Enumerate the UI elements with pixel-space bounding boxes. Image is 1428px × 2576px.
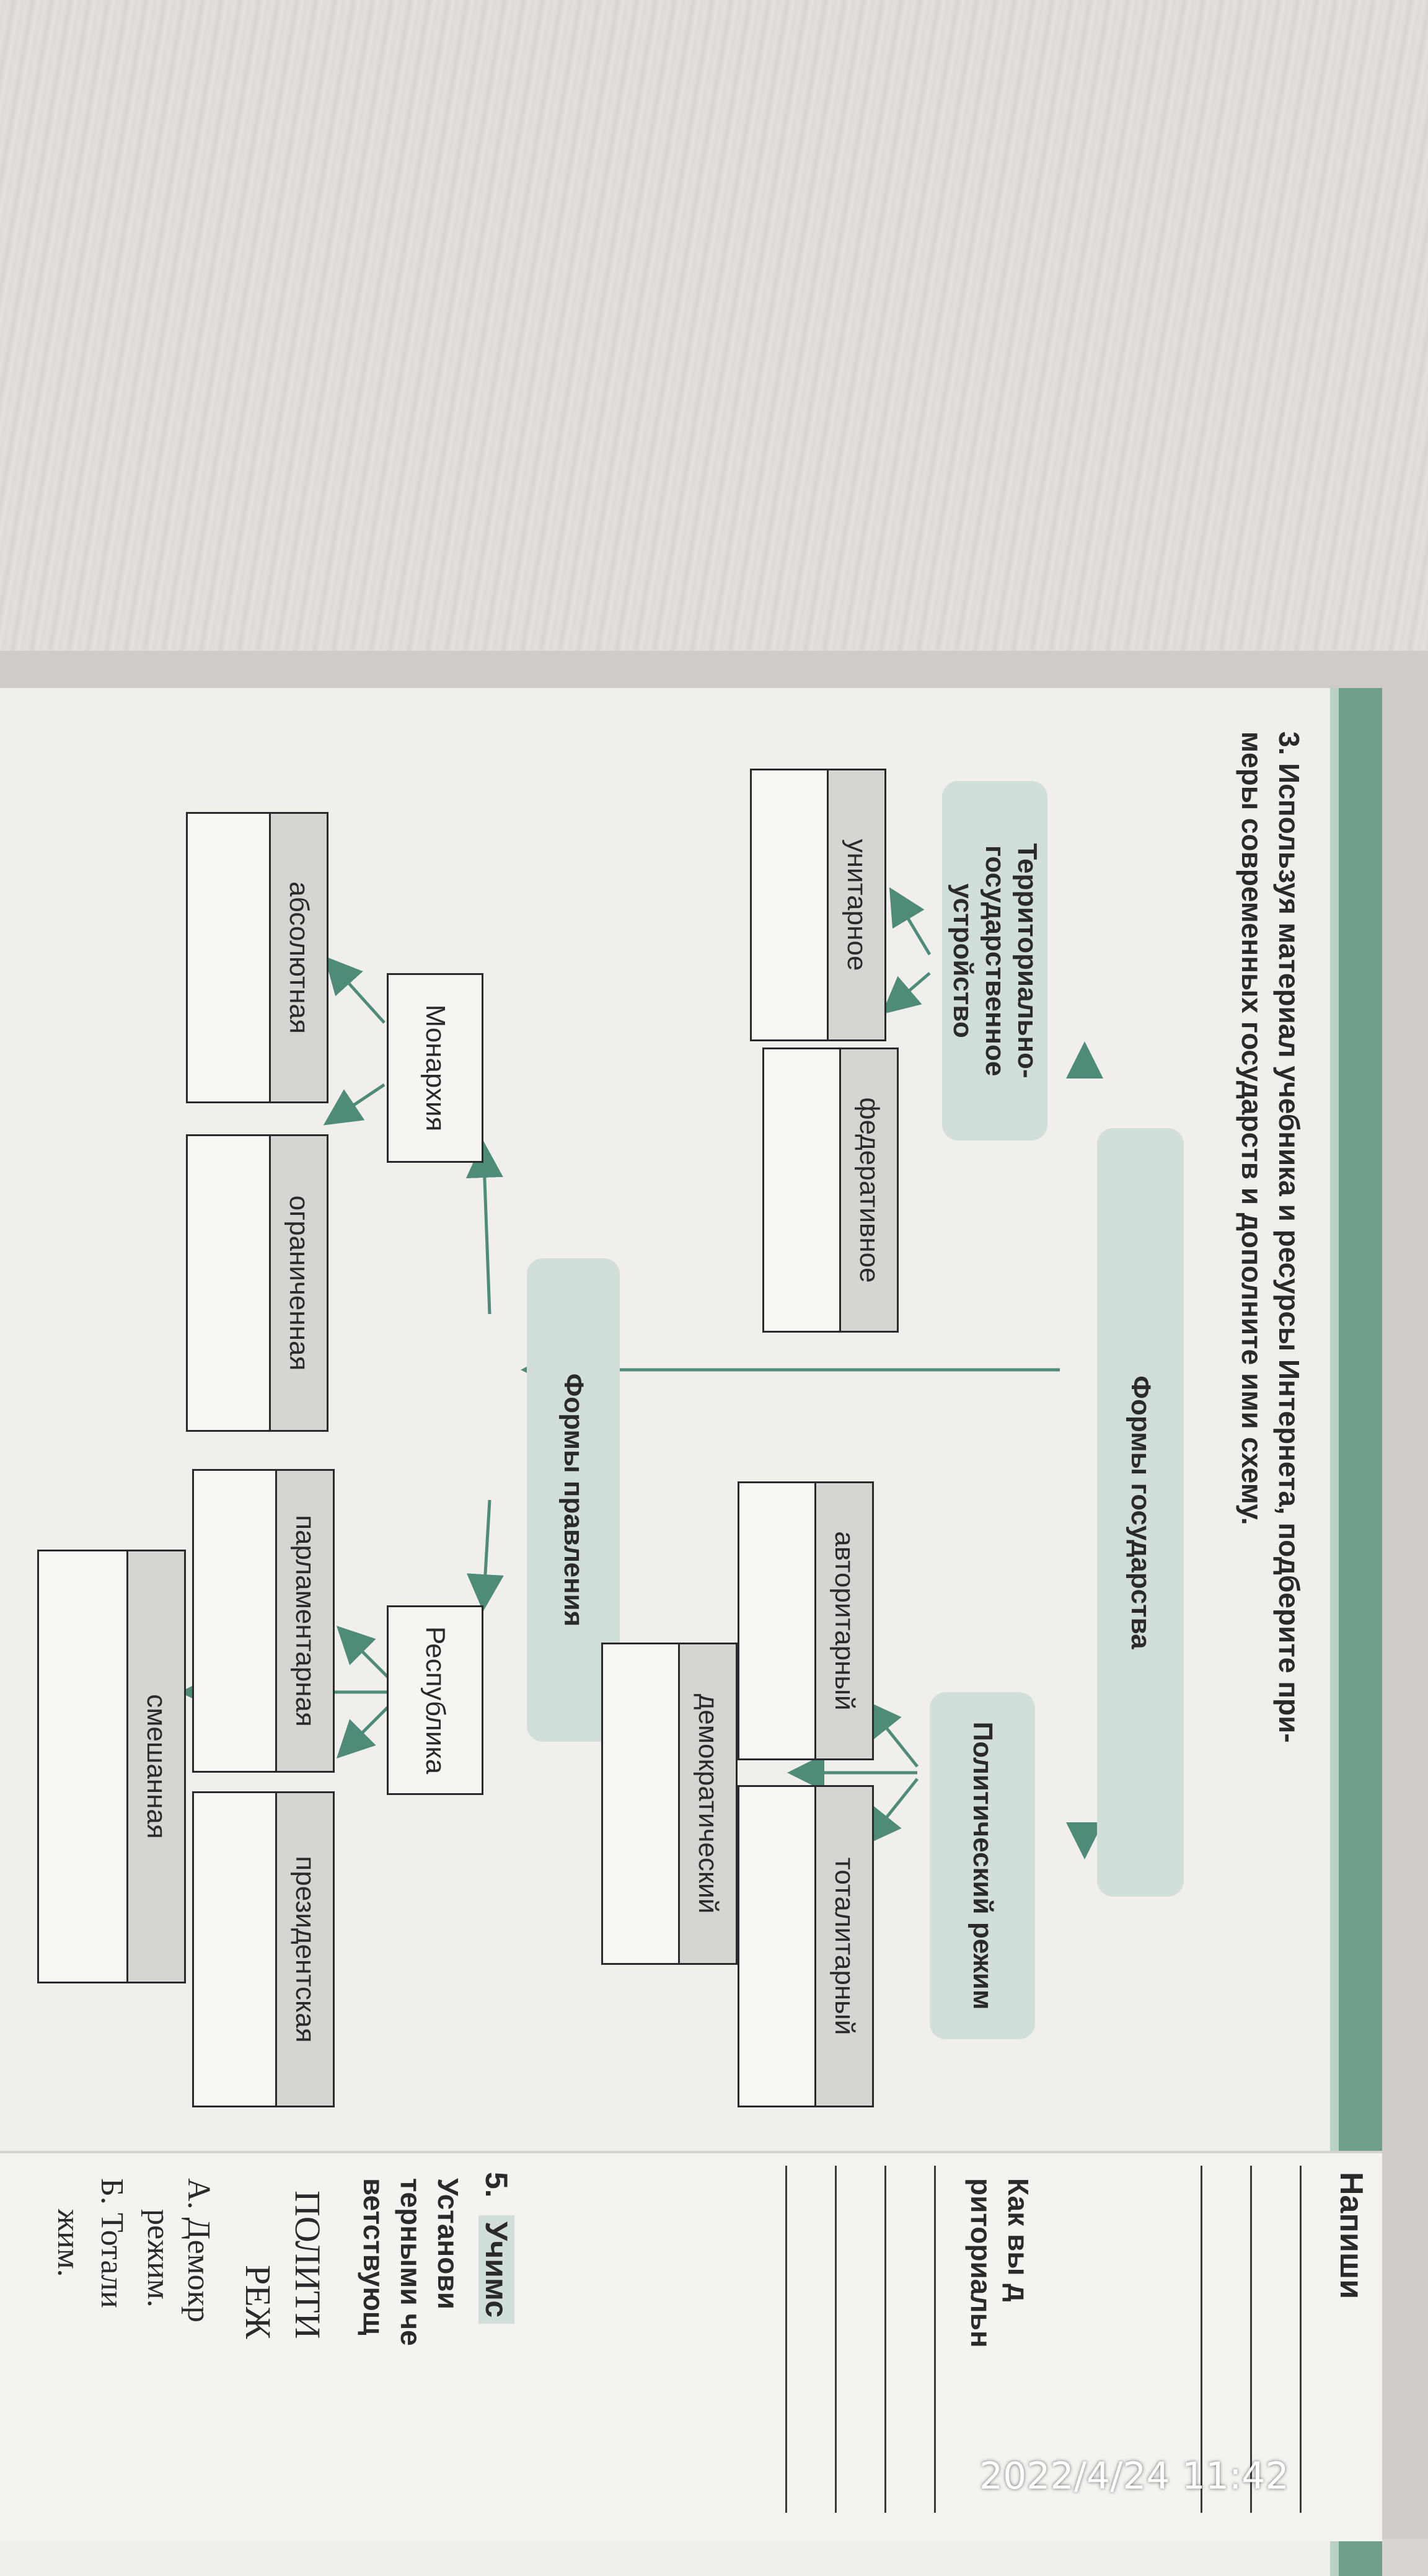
rc-question-2: риториальн: [965, 2178, 997, 2348]
answer-line: [934, 2166, 936, 2513]
desk-surface: [0, 0, 1428, 744]
cell-totalitarian[interactable]: тоталитарный: [738, 1785, 874, 2107]
rc-title-2: РЕЖ: [238, 2265, 278, 2339]
cell-parliamentary-label: парламентарная: [275, 1471, 333, 1771]
cell-federal-label: федеративное: [839, 1049, 897, 1331]
node-political-regime: Политический режим: [930, 1692, 1035, 2039]
cell-mixed[interactable]: смешанная: [37, 1550, 186, 1983]
rc-task5-label: 5.: [479, 2172, 514, 2198]
answer-line: [1300, 2166, 1302, 2513]
arrow-monarchy-to-limited: [323, 1083, 386, 1126]
rc-instruction-3: ветствующ: [358, 2178, 390, 2336]
cell-authoritarian-label: авторитарный: [814, 1483, 872, 1758]
photo-timestamp: 2022/4/24 11:42: [979, 2455, 1289, 2498]
rc-instruction-2: терными че: [395, 2178, 427, 2346]
node-territorial-structure: Территориально-государственное устройств…: [942, 781, 1047, 1140]
cell-federal[interactable]: федеративное: [762, 1048, 899, 1333]
answer-line: [884, 2166, 886, 2513]
cell-totalitarian-label: тоталитарный: [814, 1787, 872, 2106]
rc-title-1: ПОЛИТИ: [288, 2190, 328, 2339]
arrow-monarchy-to-absolute: [324, 956, 386, 1024]
arrow-territorial-to-unitary: [889, 887, 932, 956]
rc-option-b-cont: жим.: [51, 2209, 86, 2277]
arrow-political-to-authoritarian: [863, 1700, 919, 1768]
cell-unitary[interactable]: унитарное: [750, 769, 886, 1041]
rc-option-b: Б. Тотали: [94, 2178, 130, 2308]
arrow-territorial-to-federal: [881, 972, 931, 1015]
arrow-republic-to-presidential: [336, 1703, 392, 1759]
node-forms-of-state: Формы государства: [1097, 1128, 1184, 1897]
cell-limited[interactable]: ограниченная: [186, 1134, 328, 1432]
box-monarchy: Монархия: [387, 973, 483, 1163]
cell-authoritarian[interactable]: авторитарный: [738, 1481, 874, 1760]
cell-parliamentary[interactable]: парламентарная: [192, 1469, 335, 1773]
answer-line: [835, 2166, 837, 2513]
rc-option-a: А. Демокр: [181, 2178, 216, 2322]
rc-instruction-1: Установи: [432, 2178, 464, 2309]
workbook-page: 3. Используя материал учебника и ресурсы…: [0, 688, 1382, 2576]
cell-presidential-label: президентская: [275, 1793, 333, 2106]
arrow-republic-to-parliamentary: [336, 1625, 392, 1681]
arrow-government-to-republic: [466, 1499, 504, 1612]
rc-heading: Напиши: [1333, 2172, 1369, 2300]
cell-democratic[interactable]: демократический: [601, 1643, 738, 1965]
rc-question-1: Как вы д: [1002, 2178, 1034, 2302]
cell-presidential[interactable]: президентская: [192, 1791, 335, 2107]
cell-unitary-label: унитарное: [827, 770, 884, 1039]
answer-line: [785, 2166, 787, 2513]
cell-democratic-label: демократический: [678, 1644, 736, 1963]
rc-option-a-cont: режим.: [141, 2209, 176, 2308]
cell-absolute[interactable]: абсолютная: [186, 812, 328, 1103]
cell-limited-label: ограниченная: [269, 1136, 327, 1430]
box-republic: Республика: [387, 1605, 483, 1795]
cell-absolute-label: абсолютная: [269, 814, 327, 1101]
cell-mixed-label: смешанная: [126, 1551, 184, 1982]
rc-task5-title: Учимс: [478, 2215, 514, 2324]
arrow-political-to-totalitarian: [863, 1778, 919, 1846]
arrow-government-to-monarchy: [465, 1140, 503, 1315]
